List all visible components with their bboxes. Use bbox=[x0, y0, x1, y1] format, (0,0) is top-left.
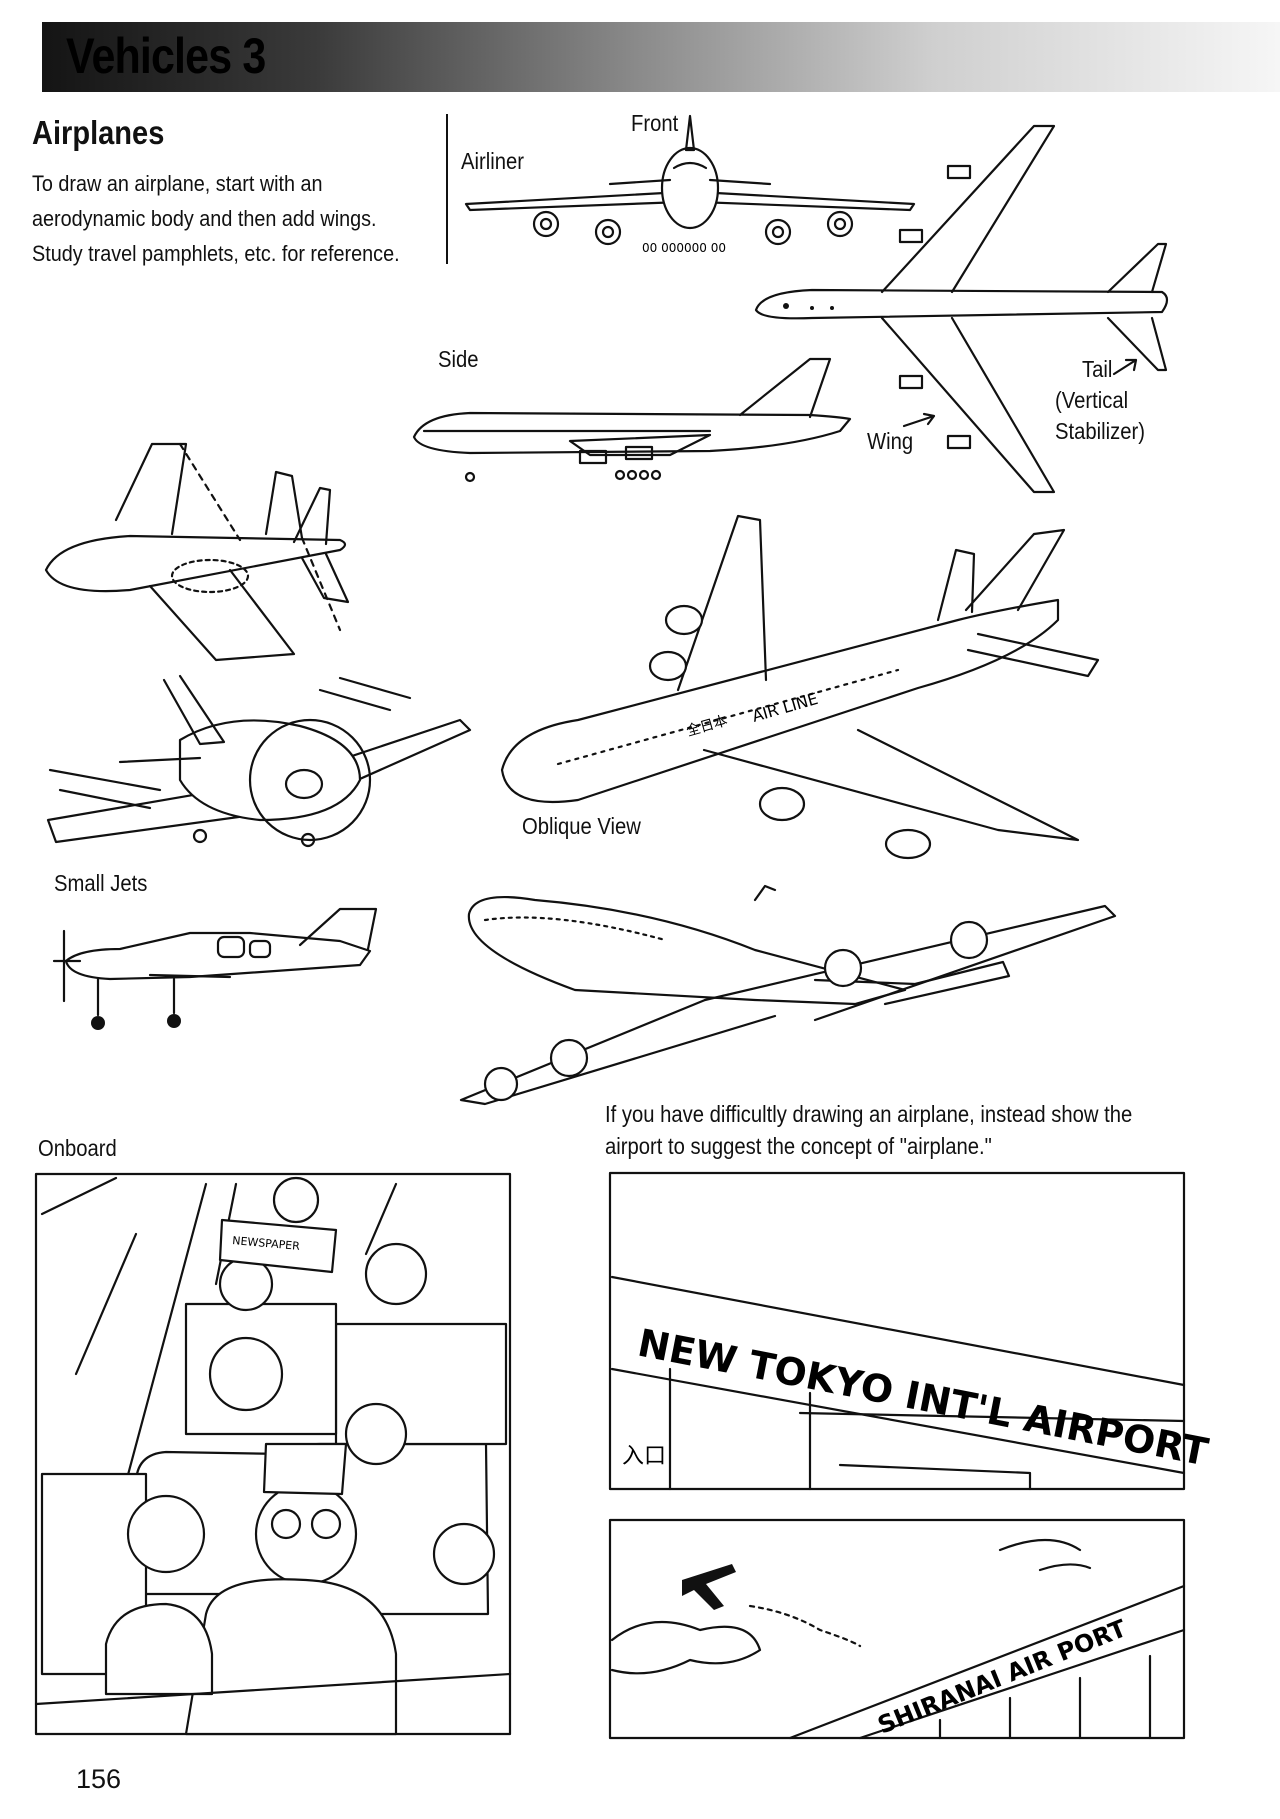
section-title: Airplanes bbox=[32, 114, 165, 151]
airliner-front-illustration: 00 000000 00 bbox=[464, 114, 916, 255]
arrow-icon bbox=[902, 412, 936, 428]
airport-caption-line: airport to suggest the concept of "airpl… bbox=[605, 1133, 992, 1159]
page-title: Vehicles 3 bbox=[66, 28, 266, 84]
airliner-top-illustration bbox=[754, 124, 1169, 494]
label-small-jets: Small Jets bbox=[54, 870, 148, 896]
airliner-underside-illustration bbox=[459, 884, 1117, 1106]
arrow-icon bbox=[1112, 358, 1138, 376]
label-tail-3: Stabilizer) bbox=[1055, 418, 1145, 444]
airliner-side-illustration bbox=[412, 357, 852, 483]
label-onboard: Onboard bbox=[38, 1135, 117, 1161]
label-tail-2: (Vertical bbox=[1055, 387, 1129, 413]
airport-caption: If you have difficultly drawing an airpl… bbox=[605, 1098, 1132, 1162]
shiranai-airport-panel-illustration: SHIRANAI AIR PORT bbox=[608, 1518, 1186, 1740]
label-oblique: Oblique View bbox=[522, 813, 641, 839]
label-airliner: Airliner bbox=[461, 148, 524, 174]
page-number: 156 bbox=[76, 1764, 122, 1794]
intro-line: To draw an airplane, start with an bbox=[32, 171, 323, 196]
intro-line: Study travel pamphlets, etc. for referen… bbox=[32, 241, 400, 266]
label-side: Side bbox=[438, 346, 479, 372]
intro-text: To draw an airplane, start with an aerod… bbox=[32, 166, 410, 271]
label-tail: Tail bbox=[1082, 356, 1113, 382]
small-plane-illustration bbox=[52, 907, 378, 1030]
newspaper-text: NEWSPAPER bbox=[232, 1234, 301, 1253]
onboard-panel-illustration: NEWSPAPER bbox=[34, 1172, 512, 1736]
intro-line: aerodynamic body and then add wings. bbox=[32, 206, 377, 231]
divider-line bbox=[446, 114, 448, 264]
svg-text:00 000000 00: 00 000000 00 bbox=[642, 241, 726, 255]
tokyo-airport-panel-illustration: NEW TOKYO INT'L AIRPORT 入口 bbox=[608, 1171, 1212, 1491]
entrance-kanji: 入口 bbox=[622, 1444, 666, 1469]
construction-sketch-illustration bbox=[44, 442, 350, 662]
airliner-oblique-illustration: 全日本 AIR LINE bbox=[500, 514, 1100, 860]
airport-caption-line: If you have difficultly drawing an airpl… bbox=[605, 1101, 1133, 1127]
label-front: Front bbox=[631, 110, 679, 136]
propeller-plane-illustration bbox=[46, 674, 472, 848]
header-bar bbox=[42, 22, 1280, 92]
label-wing: Wing bbox=[867, 428, 914, 454]
